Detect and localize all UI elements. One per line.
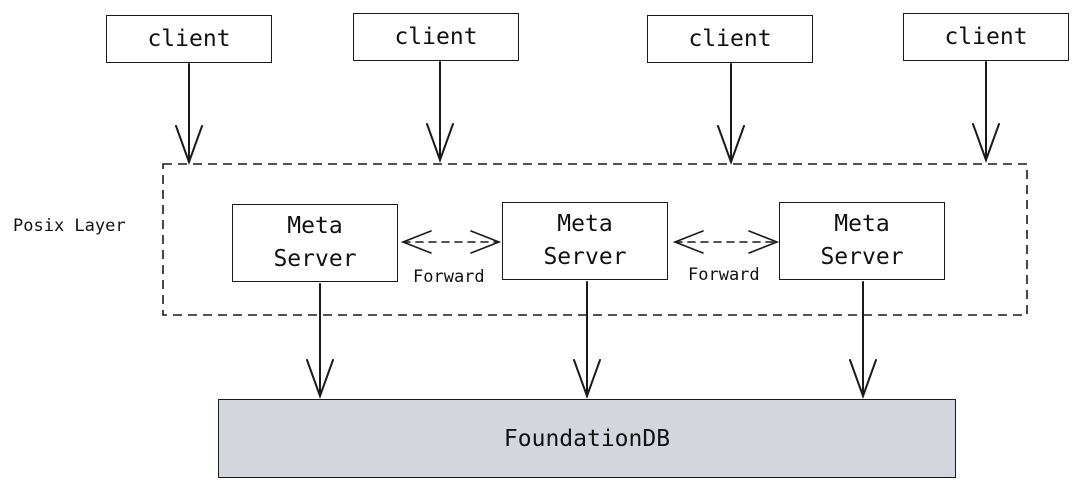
client-arrow [175, 63, 203, 165]
client-arrow [426, 61, 454, 163]
client-arrow [717, 63, 745, 165]
meta-server-label-line1: Meta [834, 211, 890, 237]
posix-layer-boundary [162, 163, 1028, 316]
meta-server-label-line1: Meta [287, 213, 343, 239]
posix-layer-label: Posix Layer [13, 216, 126, 236]
db-arrow [306, 283, 334, 399]
meta-server-label-line2: Server [820, 244, 904, 270]
client-label: client [944, 24, 1028, 50]
db-arrow [573, 281, 601, 399]
client-box: client [106, 15, 272, 63]
forward-arrow [672, 230, 780, 254]
client-box: client [903, 13, 1069, 61]
meta-server-box: Meta Server [502, 202, 668, 280]
meta-server-box: Meta Server [232, 204, 398, 282]
forward-label: Forward [688, 265, 760, 285]
meta-server-box: Meta Server [779, 202, 945, 280]
meta-server-label-line2: Server [543, 244, 627, 270]
db-arrow [849, 281, 877, 399]
client-label: client [688, 26, 772, 52]
foundationdb-box: FoundationDB [218, 399, 956, 478]
foundationdb-label: FoundationDB [503, 425, 671, 452]
client-arrow [972, 61, 1000, 163]
client-box: client [647, 15, 813, 63]
forward-arrow [400, 230, 502, 254]
meta-server-label-line1: Meta [557, 211, 613, 237]
client-label: client [147, 26, 231, 52]
client-box: client [353, 13, 519, 61]
client-label: client [394, 24, 478, 50]
forward-label: Forward [413, 267, 485, 287]
meta-server-label-line2: Server [273, 246, 357, 272]
